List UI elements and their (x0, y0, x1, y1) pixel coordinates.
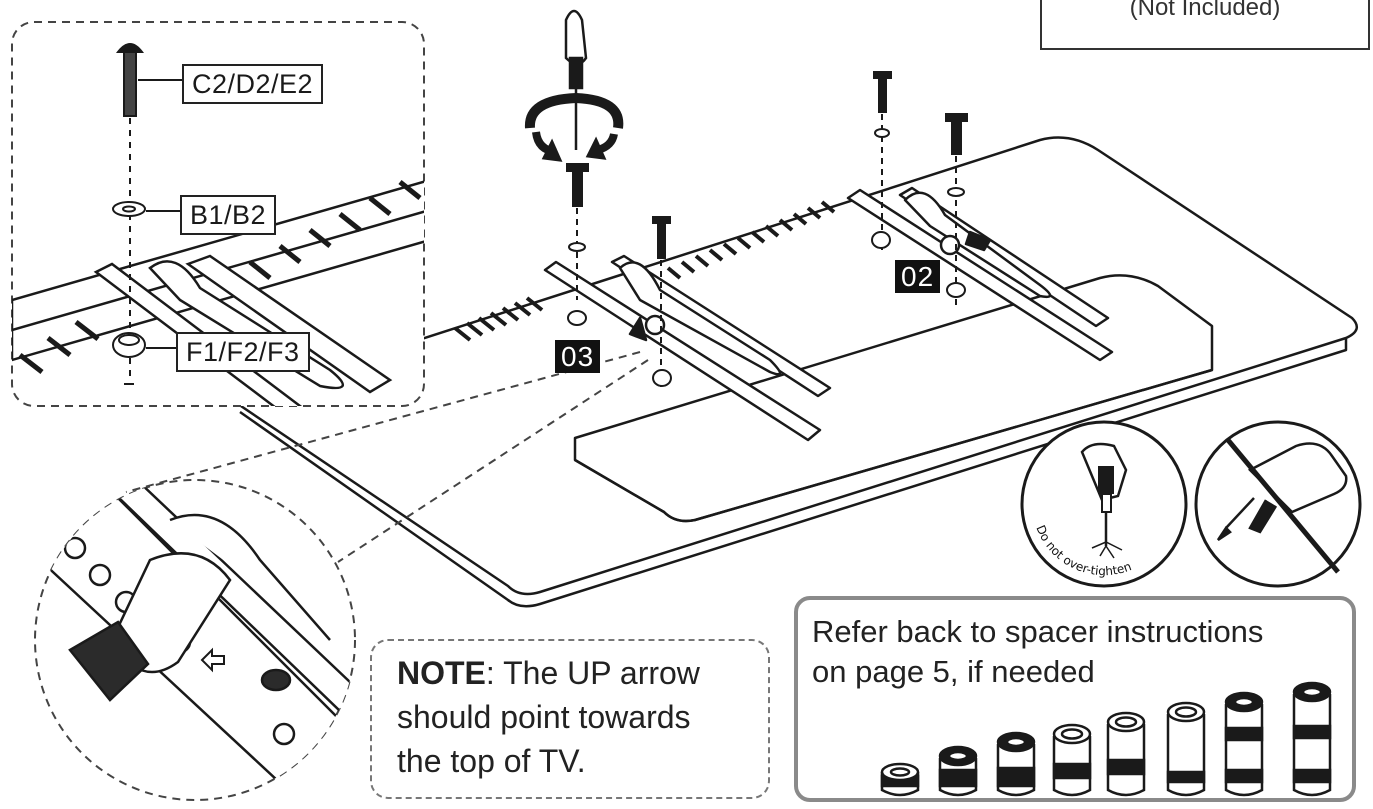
power-drill-icon (1216, 442, 1348, 542)
prohibited-icon (1226, 438, 1340, 574)
rotate-arrows-icon (524, 92, 624, 162)
bracket-label-02: 02 (895, 260, 941, 293)
bracket-03 (543, 254, 832, 442)
spacer-collection (880, 681, 1332, 797)
callout-leader-lines (138, 79, 182, 349)
washer-callout-label: B1/B2 (180, 195, 277, 235)
bracket-02 (846, 186, 1114, 362)
inset-screw-stack (112, 43, 146, 385)
note-label: NOTE (397, 655, 486, 691)
note-text-1: : The UP arrow (485, 655, 700, 691)
header-note-box: (Not Included) (1040, 0, 1370, 50)
mounting-screws (566, 71, 968, 390)
up-arrow-icon (200, 647, 225, 673)
spacer-reference-panel: Refer back to spacer instructions on pag… (794, 596, 1356, 802)
spacer-callout-label: F1/F2/F3 (176, 332, 310, 372)
tv-vent-slots (453, 200, 836, 342)
spacer-reference-line-2: on page 5, if needed (812, 654, 1095, 689)
bracket-label-03: 03 (555, 340, 601, 373)
note-line-3: the top of TV. (397, 743, 586, 779)
no-power-drill-icon (1194, 420, 1362, 588)
hand-screwdriver-icon: Do not over-tighten (1020, 420, 1188, 588)
note-line-2: should point towards (397, 699, 691, 735)
detail-connector-lines (125, 351, 649, 563)
spacer-reference-line-1: Refer back to spacer instructions (812, 614, 1264, 649)
note-line-1: NOTE: The UP arrow (397, 651, 768, 695)
up-arrow-note: NOTE: The UP arrow should point towards … (370, 639, 770, 799)
not-included-text: (Not Included) (1129, 0, 1281, 21)
screw-callout-label: C2/D2/E2 (182, 64, 324, 104)
screwdriver-icon (564, 9, 588, 150)
